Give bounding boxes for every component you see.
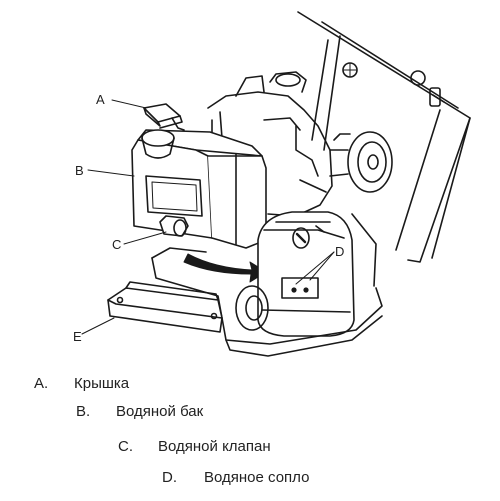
legend-text: Водяное сопло bbox=[204, 469, 310, 486]
callout-e: E bbox=[73, 329, 82, 344]
water-tank bbox=[131, 103, 267, 249]
direction-arrow bbox=[183, 253, 267, 283]
leader-a bbox=[111, 99, 147, 109]
legend-item-c: C. Водяной клапан bbox=[118, 438, 271, 456]
leader-d bbox=[309, 251, 335, 281]
legend-letter: D. bbox=[162, 469, 177, 486]
pulley-wheel bbox=[329, 131, 393, 193]
legend-item-d: D. Водяное сопло bbox=[162, 469, 309, 487]
callout-a: A bbox=[96, 92, 105, 107]
legend-text: Водяной клапан bbox=[158, 438, 271, 455]
leader-c bbox=[123, 231, 167, 245]
nozzle-detail-inset bbox=[257, 211, 355, 337]
legend-text: Крышка bbox=[74, 375, 130, 392]
legend-letter: B. bbox=[76, 403, 91, 420]
handle-frame bbox=[297, 11, 471, 263]
callout-d: D bbox=[335, 244, 345, 259]
legend-item-a: A. Крышка bbox=[34, 375, 129, 393]
leader-lines bbox=[81, 99, 335, 335]
leader-b bbox=[87, 169, 135, 177]
callout-b: B bbox=[75, 163, 84, 178]
legend-letter: C. bbox=[118, 438, 133, 455]
water-tank-illustration bbox=[81, 11, 471, 357]
leader-e bbox=[81, 317, 115, 335]
legend-text: Водяной бак bbox=[116, 403, 204, 420]
callout-c: C bbox=[112, 237, 122, 252]
engine-block bbox=[207, 71, 333, 217]
base-plate bbox=[151, 213, 383, 357]
cover-plate bbox=[107, 281, 223, 333]
legend-item-b: B. Водяной бак bbox=[76, 403, 203, 421]
legend-letter: A. bbox=[34, 375, 49, 392]
